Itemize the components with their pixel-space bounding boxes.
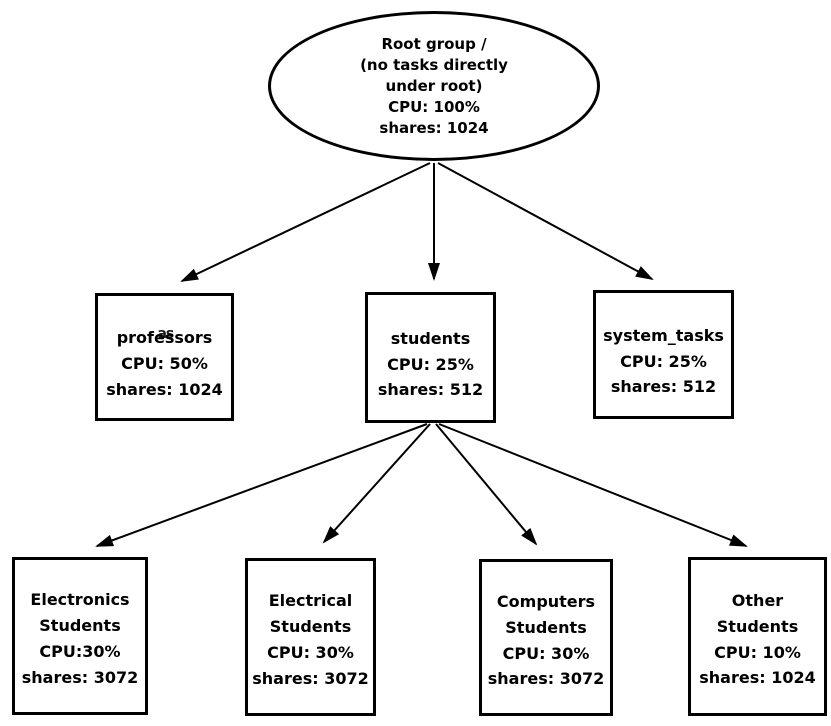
edge-students-computers: [435, 423, 538, 546]
computers-shares: shares: 3072: [487, 669, 605, 689]
edge-students-electronics: [95, 423, 428, 547]
node-students: students CPU: 25% shares: 512: [365, 292, 496, 423]
electrical-shares: shares: 3072: [252, 668, 369, 688]
root-cpu: CPU: 100%: [388, 97, 480, 116]
node-electronics-students: Electronics Students CPU:30% shares: 307…: [12, 557, 148, 715]
professors-shares: shares: 1024: [106, 379, 223, 399]
root-note-2: under root): [385, 76, 483, 95]
professors-cpu: CPU: 50%: [121, 354, 208, 374]
computers-name-2: Students: [505, 617, 587, 637]
system-tasks-cpu: CPU: 25%: [620, 351, 707, 371]
students-cpu: CPU: 25%: [387, 354, 474, 374]
node-root-group: Root group / (no tasks directly under ro…: [268, 11, 600, 161]
edge-root-system-tasks: [437, 162, 654, 280]
electronics-cpu: CPU:30%: [39, 642, 121, 661]
professors-name-text: professors: [116, 328, 213, 348]
electrical-name-1: Electrical: [268, 591, 353, 611]
node-computers-students: Computers Students CPU: 30% shares: 3072: [479, 559, 613, 716]
root-title: Root group /: [381, 34, 487, 53]
node-professors: professors as CPU: 50% shares: 1024: [95, 293, 234, 421]
computers-name-1: Computers: [496, 591, 596, 611]
edge-students-electrical: [322, 423, 431, 544]
system-tasks-shares: shares: 512: [610, 377, 717, 397]
professors-name: professors as: [117, 325, 213, 351]
electrical-name-2: Students: [269, 617, 352, 637]
node-electrical-students: Electrical Students CPU: 30% shares: 307…: [245, 558, 376, 716]
electronics-shares: shares: 3072: [21, 667, 139, 687]
other-name-1: Other: [731, 590, 784, 610]
students-shares: shares: 512: [377, 380, 484, 400]
students-name: students: [390, 328, 471, 348]
node-system-tasks: system_tasks CPU: 25% shares: 512: [593, 290, 734, 419]
system-tasks-name: system_tasks: [603, 325, 724, 345]
computers-cpu: CPU: 30%: [502, 643, 590, 663]
electronics-name-2: Students: [39, 616, 121, 636]
other-name-2: Students: [716, 616, 799, 636]
edge-students-other: [438, 423, 748, 547]
render-artifact-text: as: [157, 326, 174, 343]
node-other-students: Other Students CPU: 10% shares: 1024: [688, 557, 827, 716]
other-shares: shares: 1024: [699, 668, 816, 688]
edge-root-professors: [180, 162, 431, 282]
electrical-cpu: CPU: 30%: [267, 643, 354, 662]
root-shares: shares: 1024: [379, 118, 489, 137]
other-cpu: CPU: 10%: [714, 642, 801, 662]
electronics-name-1: Electronics: [30, 590, 130, 610]
root-note-1: (no tasks directly: [360, 55, 508, 74]
